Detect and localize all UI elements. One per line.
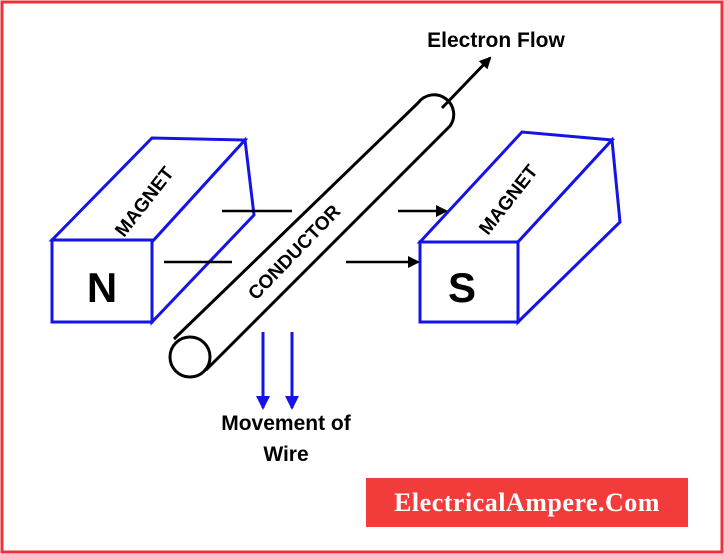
electron-flow-arrow <box>440 56 492 110</box>
right-magnet-pole-s: S <box>448 264 476 311</box>
movement-label-line2: Wire <box>263 443 308 466</box>
right-magnet-front-face <box>418 240 520 324</box>
watermark-banner: ElectricalAmpere.Com <box>366 478 688 527</box>
left-magnet-pole-n: N <box>87 264 117 311</box>
left-magnet <box>48 136 256 326</box>
conductor <box>168 93 456 379</box>
right-magnet <box>416 130 622 326</box>
conductor-label: CONDUCTOR <box>244 201 345 304</box>
movement-label-line1: Movement of <box>221 412 352 435</box>
left-magnet-front-face <box>50 238 154 324</box>
conductor-end-cap <box>168 335 212 379</box>
conductor-body <box>172 93 456 372</box>
electron-flow-label: Electron Flow <box>427 29 565 52</box>
